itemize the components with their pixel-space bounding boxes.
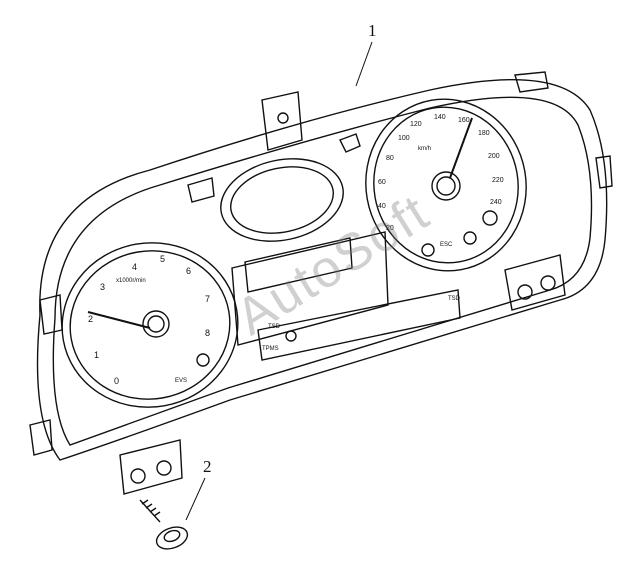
tachometer-hub bbox=[142, 310, 170, 338]
side-tab-left bbox=[39, 294, 63, 335]
tacho-tick-label: 3 bbox=[100, 282, 105, 292]
speedometer-hub-inner bbox=[436, 176, 456, 196]
tachometer-hub-inner bbox=[147, 315, 165, 333]
leader-line-1 bbox=[355, 41, 373, 87]
tacho-tick-label: 2 bbox=[88, 314, 93, 324]
top-tab-center bbox=[261, 91, 303, 151]
center-panel-screen bbox=[244, 237, 353, 293]
speedometer-unit: km/h bbox=[418, 146, 431, 152]
speed-tick-label: 240 bbox=[490, 199, 502, 206]
speed-tick-label: 180 bbox=[478, 130, 490, 137]
tachometer-bezel bbox=[61, 242, 239, 408]
indicator-label: TSD bbox=[268, 324, 281, 330]
tacho-tick-label: 5 bbox=[160, 254, 165, 264]
screw-head bbox=[155, 526, 189, 550]
speed-tick-label: 200 bbox=[488, 153, 500, 160]
tacho-tick-label: 8 bbox=[205, 328, 210, 338]
center-display-oval bbox=[220, 158, 344, 242]
bracket-left-hole-1 bbox=[130, 468, 146, 484]
tachometer-labels: 2 3 4 5 6 7 8 1 0 x1000r/min bbox=[88, 254, 210, 386]
leader-line-2 bbox=[185, 477, 206, 521]
tachometer-unit: x1000r/min bbox=[116, 278, 146, 284]
bracket-right-hole-1 bbox=[517, 284, 533, 300]
bracket-right bbox=[504, 254, 566, 311]
indicator-label: TSD bbox=[448, 296, 461, 302]
indicator-labels: TPMS TSD TSD ESC EVS bbox=[175, 242, 461, 384]
clip-center bbox=[339, 133, 361, 153]
speed-tick-label: 20 bbox=[386, 225, 394, 232]
bracket-right-hole-2 bbox=[540, 275, 556, 291]
bracket-left bbox=[119, 439, 183, 495]
indicator-label: EVS bbox=[175, 378, 187, 384]
cluster-housing-inner bbox=[52, 96, 593, 446]
speed-tick-label: 220 bbox=[492, 177, 504, 184]
center-display-oval-inner bbox=[230, 166, 334, 234]
tacho-tick-label: 4 bbox=[132, 262, 137, 272]
speed-tick-label: 40 bbox=[378, 203, 386, 210]
cluster-housing-outer bbox=[36, 78, 608, 461]
indicator-label: TPMS bbox=[262, 346, 279, 352]
lamp-icon bbox=[482, 210, 498, 226]
screw-head-inner bbox=[163, 529, 181, 543]
tachometer-needle bbox=[87, 311, 151, 329]
speedometer-needle bbox=[449, 117, 473, 179]
screw-thread bbox=[141, 499, 161, 517]
speedometer-labels: 100 120 140 160 180 200 220 240 80 60 40… bbox=[378, 114, 504, 232]
tacho-tick-label: 1 bbox=[94, 350, 99, 360]
top-tab-hole bbox=[277, 112, 289, 124]
lamp-icon bbox=[196, 353, 210, 367]
lamp-icon bbox=[463, 231, 477, 245]
tachometer-face bbox=[69, 250, 231, 400]
indicator-strip bbox=[257, 289, 461, 361]
tacho-tick-label: 6 bbox=[186, 266, 191, 276]
lamp-icon bbox=[285, 330, 297, 342]
indicator-label: ESC bbox=[440, 242, 453, 248]
callout-2: 2 bbox=[203, 457, 212, 476]
side-tab-right bbox=[595, 155, 613, 189]
speed-tick-label: 100 bbox=[398, 135, 410, 142]
center-panel bbox=[231, 231, 389, 346]
bracket-left-hole-2 bbox=[156, 460, 172, 476]
speed-tick-label: 80 bbox=[386, 155, 394, 162]
bottom-tab-left bbox=[29, 419, 53, 456]
speedometer-bezel bbox=[365, 98, 527, 272]
tacho-tick-label: 0 bbox=[114, 376, 119, 386]
speed-tick-label: 120 bbox=[410, 121, 422, 128]
speedometer-face bbox=[373, 106, 519, 264]
speed-tick-label: 140 bbox=[434, 114, 446, 121]
speed-tick-label: 160 bbox=[458, 117, 470, 124]
tacho-tick-label: 7 bbox=[205, 294, 210, 304]
lamp-icon bbox=[421, 243, 435, 257]
speedometer-hub bbox=[431, 171, 461, 201]
speed-tick-label: 60 bbox=[378, 179, 386, 186]
top-tab-right bbox=[514, 71, 549, 93]
callout-1: 1 bbox=[368, 21, 377, 40]
top-tab-left bbox=[187, 177, 215, 203]
